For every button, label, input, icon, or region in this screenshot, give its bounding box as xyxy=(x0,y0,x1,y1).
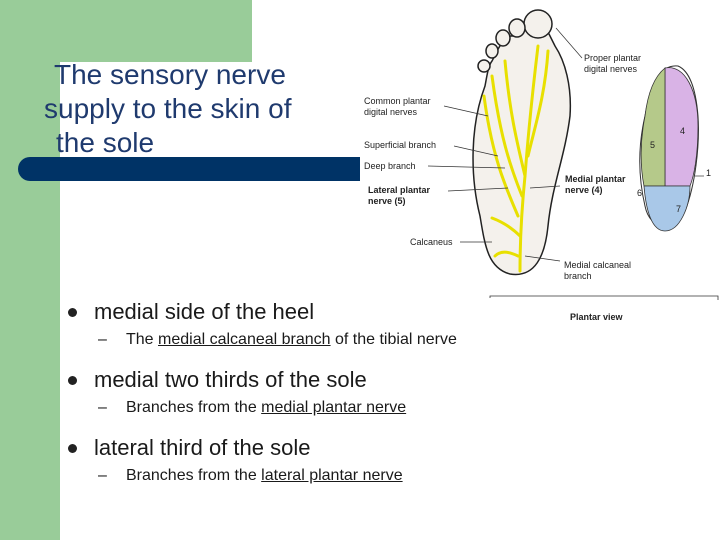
toe-5 xyxy=(477,59,491,73)
sub-bullet-item: – Branches from the lateral plantar nerve xyxy=(60,465,540,487)
bullet-dot xyxy=(68,308,77,317)
common-plantar-label-1: Common plantar xyxy=(364,96,431,106)
region-7-label: 7 xyxy=(676,204,681,214)
title-line-3: the sole xyxy=(56,127,155,158)
medial-calcaneal-branch-link[interactable]: medial calcaneal branch xyxy=(158,331,331,348)
medial-plantar-nerve-link[interactable]: medial plantar nerve xyxy=(261,399,407,416)
sub-bullet-item: – Branches from the medial plantar nerve xyxy=(60,397,540,419)
bullet-text: medial two thirds of the sole xyxy=(94,367,367,392)
medial-calcaneal-label-1: Medial calcaneal xyxy=(564,260,631,270)
leader-lines xyxy=(427,27,704,262)
toe-1 xyxy=(523,9,553,39)
nerve-branches xyxy=(482,44,550,273)
region-1-label: 1 xyxy=(706,168,711,178)
medial-calcaneal-label-2: branch xyxy=(564,271,592,281)
dash-marker: – xyxy=(98,467,107,484)
lateral-plantar-nerve-link[interactable]: lateral plantar nerve xyxy=(261,467,403,484)
bullet-dot xyxy=(68,376,77,385)
bullet-text: medial side of the heel xyxy=(94,299,315,324)
sub-prefix: Branches from the xyxy=(126,399,262,416)
medial-plantar-label-1: Medial plantar xyxy=(565,174,626,184)
sub-prefix: The xyxy=(126,331,159,348)
slide-title: The sensory nerve supply to the skin of … xyxy=(44,58,374,160)
foot-illustration: 4 5 1 6 7 Proper plantar digital nerves … xyxy=(364,9,719,322)
sub-bullet-item: – The medial calcaneal branch of the tibi… xyxy=(60,329,540,351)
title-line-2: supply to the skin of xyxy=(44,93,292,124)
medial-region xyxy=(664,67,699,187)
bullet-item: lateral third of the sole xyxy=(60,431,540,465)
title-line-1: The sensory nerve xyxy=(54,59,286,90)
medial-plantar-label-2: nerve (4) xyxy=(565,185,603,195)
lateral-region xyxy=(640,67,666,187)
caption-bracket xyxy=(489,295,719,300)
foot-outline xyxy=(472,20,572,276)
deep-branch-label: Deep branch xyxy=(364,161,416,171)
proper-plantar-label-2: digital nerves xyxy=(584,64,638,74)
region-5-label: 5 xyxy=(650,140,655,150)
toe-3 xyxy=(495,29,511,47)
bullet-text: lateral third of the sole xyxy=(94,435,311,460)
lateral-plantar-label-1: Lateral plantar xyxy=(368,185,431,195)
plantar-nerve-figure: 4 5 1 6 7 Proper plantar digital nerves … xyxy=(360,6,720,326)
dash-marker: – xyxy=(98,331,107,348)
dash-marker: – xyxy=(98,399,107,416)
bullet-dot xyxy=(68,444,77,453)
region-4-label: 4 xyxy=(680,126,685,136)
region-6-label: 6 xyxy=(637,188,642,198)
bullet-item: medial two thirds of the sole xyxy=(60,363,540,397)
figure-caption: Plantar view xyxy=(570,312,624,322)
lateral-plantar-label-2: nerve (5) xyxy=(368,196,406,206)
sub-suffix: of the tibial nerve xyxy=(330,331,457,348)
proper-plantar-label-1: Proper plantar xyxy=(584,53,641,63)
sub-prefix: Branches from the xyxy=(126,467,262,484)
top-green-band xyxy=(0,0,252,62)
heel-region xyxy=(643,185,691,232)
bullet-item: medial side of the heel xyxy=(60,295,540,329)
calcaneus-label: Calcaneus xyxy=(410,237,453,247)
toe-4 xyxy=(485,43,499,59)
common-plantar-label-2: digital nerves xyxy=(364,107,418,117)
left-green-band xyxy=(0,0,60,540)
bullet-list: medial side of the heel – The medial calc… xyxy=(60,295,540,499)
superficial-branch-label: Superficial branch xyxy=(364,140,436,150)
toe-2 xyxy=(508,18,526,38)
